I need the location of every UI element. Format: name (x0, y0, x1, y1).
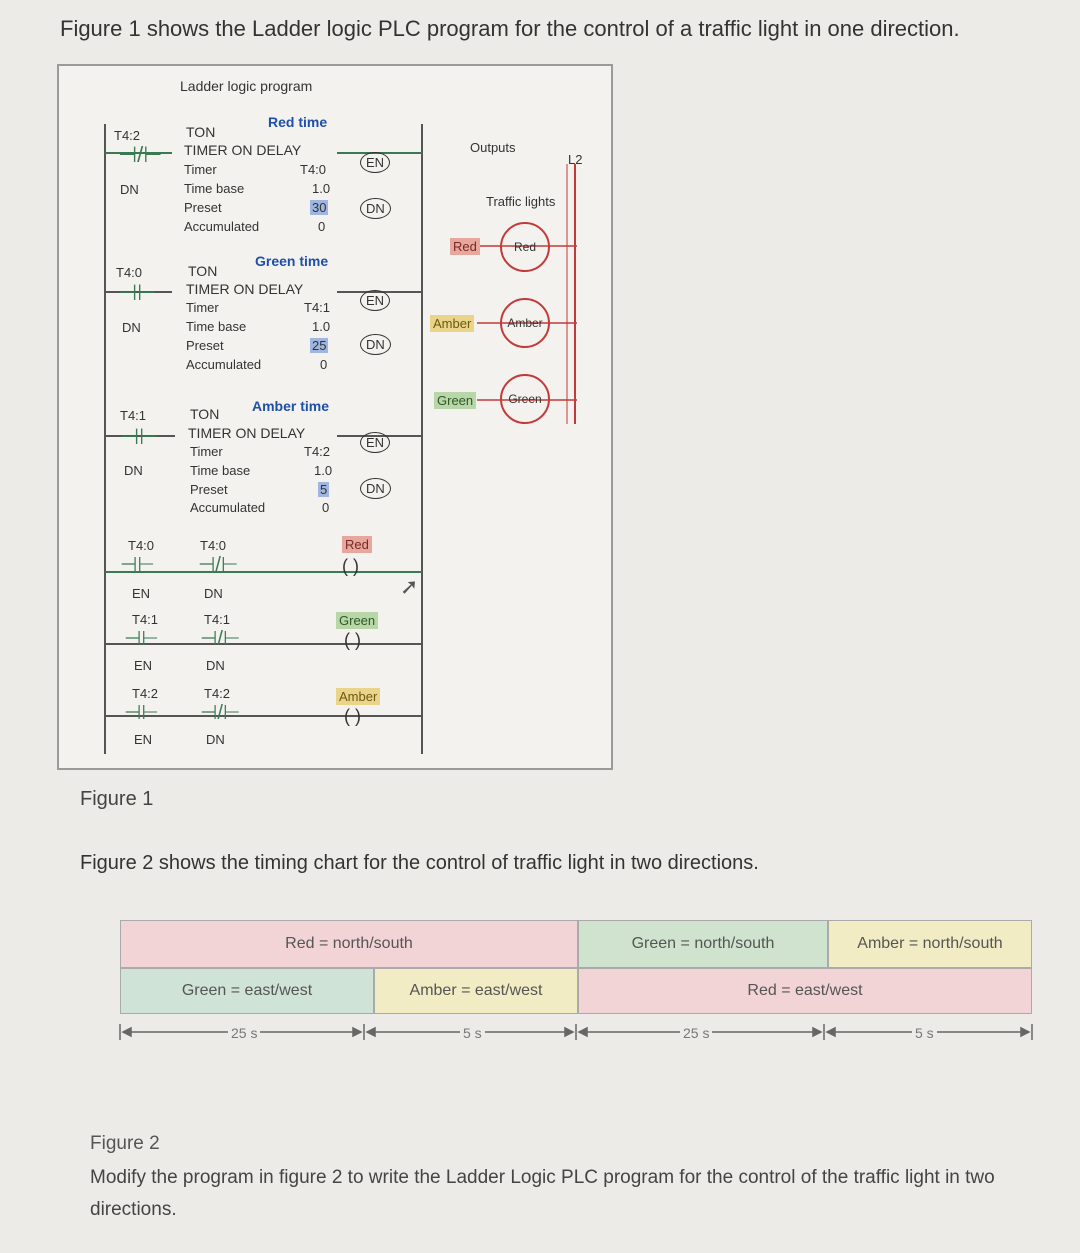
preset-value: 5 (318, 482, 330, 497)
timebase-value: 1.0 (312, 181, 331, 196)
output-label-green: Green (434, 392, 477, 409)
preset-label: Preset (186, 338, 224, 353)
accumulated-label: Accumulated (186, 357, 262, 372)
duration-label: 5 s (460, 1025, 485, 1041)
ton-label: TON (190, 406, 220, 422)
timer-label: Timer (190, 444, 223, 459)
contact-sub: DN (122, 320, 141, 335)
timing-band-green-ns: Green = north/south (578, 920, 828, 968)
contact-label: T4:1 (132, 612, 159, 627)
figure1-caption: Figure 1 (80, 788, 154, 810)
output-label-amber: Amber (430, 315, 475, 332)
accumulated-label: Accumulated (190, 500, 266, 515)
preset-label: Preset (190, 482, 228, 497)
green-lamp-icon: Green (500, 374, 550, 424)
output-label-red: Red (450, 238, 480, 255)
duration-label: 25 s (680, 1025, 713, 1041)
outputs-title: Outputs (470, 140, 516, 155)
dn-output: DN (360, 334, 391, 355)
contact-label: T4:2 (114, 128, 141, 143)
contact-label: T4:0 (116, 265, 143, 280)
contact-sub: DN (124, 463, 143, 478)
cursor-icon: ➚ (400, 574, 419, 599)
contact-sub: DN (120, 182, 139, 197)
nc-contact-icon: ⊣/⊢ (200, 702, 241, 724)
coil-label-green: Green (336, 612, 379, 629)
en-output: EN (360, 432, 391, 453)
nc-contact-icon: ⊣/⊢ (198, 554, 239, 576)
timer-value: T4:2 (304, 444, 331, 459)
timing-band-amber-ew: Amber = east/west (374, 968, 578, 1014)
contact-sub: DN (206, 658, 225, 673)
coil-label-red: Red (342, 536, 372, 553)
contact-label: T4:0 (200, 538, 227, 553)
timing-band-green-ew: Green = east/west (120, 968, 374, 1014)
preset-value: 30 (310, 200, 329, 215)
contact-label: T4:0 (128, 538, 155, 553)
figure2-heading: Figure 2 shows the timing chart for the … (80, 852, 759, 874)
contact-sub: EN (132, 586, 151, 601)
duration-label: 5 s (912, 1025, 937, 1041)
contact-sub: DN (206, 732, 225, 747)
block-title: Green time (255, 253, 329, 269)
timer-value: T4:0 (300, 162, 327, 177)
coil-icon: ( ) (342, 556, 359, 576)
coil-icon: ( ) (344, 630, 361, 650)
accumulated-label: Accumulated (184, 219, 260, 234)
coil-label-amber: Amber (336, 688, 381, 705)
ton-desc: TIMER ON DELAY (186, 281, 304, 297)
traffic-lights-label: Traffic lights (486, 194, 556, 209)
page-heading: Figure 1 shows the Ladder logic PLC prog… (60, 16, 960, 41)
timebase-label: Time base (186, 319, 247, 334)
timing-band-red-ns: Red = north/south (120, 920, 578, 968)
ton-label: TON (188, 263, 218, 279)
no-contact-icon: ⊣⊢ (120, 554, 155, 576)
nc-contact-icon: ⊣/⊢ (200, 628, 241, 650)
timer-label: Timer (186, 300, 219, 315)
coil-icon: ( ) (344, 706, 361, 726)
accumulated-value: 0 (322, 500, 330, 515)
l2-rail-label: L2 (568, 152, 583, 167)
amber-lamp-icon: Amber (500, 298, 550, 348)
timebase-label: Time base (184, 181, 245, 196)
contact-label: T4:1 (120, 408, 147, 423)
preset-value: 25 (310, 338, 329, 353)
block-title: Red time (268, 114, 328, 130)
instruction-text: Modify the program in figure 2 to write … (90, 1167, 995, 1220)
contact-label: T4:1 (204, 612, 231, 627)
contact-label: T4:2 (132, 686, 159, 701)
block-title: Amber time (252, 398, 330, 414)
ton-label: TON (186, 124, 216, 140)
contact-label: T4:2 (204, 686, 231, 701)
dn-output: DN (360, 478, 391, 499)
no-contact-icon: ⊣⊢ (124, 702, 159, 724)
timebase-value: 1.0 (312, 319, 331, 334)
red-lamp-icon: Red (500, 222, 550, 272)
ton-desc: TIMER ON DELAY (188, 425, 306, 441)
accumulated-value: 0 (320, 357, 328, 372)
no-contact-icon: ⊣⊢ (120, 424, 159, 449)
no-contact-icon: ⊣⊢ (124, 628, 159, 650)
en-output: EN (360, 152, 391, 173)
timebase-label: Time base (190, 463, 251, 478)
timer-label: Timer (184, 162, 217, 177)
contact-sub: EN (134, 732, 153, 747)
preset-label: Preset (184, 200, 222, 215)
timing-band-amber-ns: Amber = north/south (828, 920, 1032, 968)
no-contact-icon: ⊣⊢ (118, 280, 157, 305)
en-output: EN (360, 290, 391, 311)
duration-label: 25 s (228, 1025, 261, 1041)
dn-output: DN (360, 198, 391, 219)
timer-value: T4:1 (304, 300, 331, 315)
accumulated-value: 0 (318, 219, 326, 234)
contact-sub: EN (134, 658, 153, 673)
ladder-title: Ladder logic program (180, 78, 313, 94)
ton-desc: TIMER ON DELAY (184, 142, 302, 158)
nc-contact-icon: ⊣/⊢ (118, 142, 163, 167)
timebase-value: 1.0 (314, 463, 333, 478)
figure2-caption: Figure 2 (90, 1133, 160, 1154)
timing-band-red-ew: Red = east/west (578, 968, 1032, 1014)
contact-sub: DN (204, 586, 223, 601)
